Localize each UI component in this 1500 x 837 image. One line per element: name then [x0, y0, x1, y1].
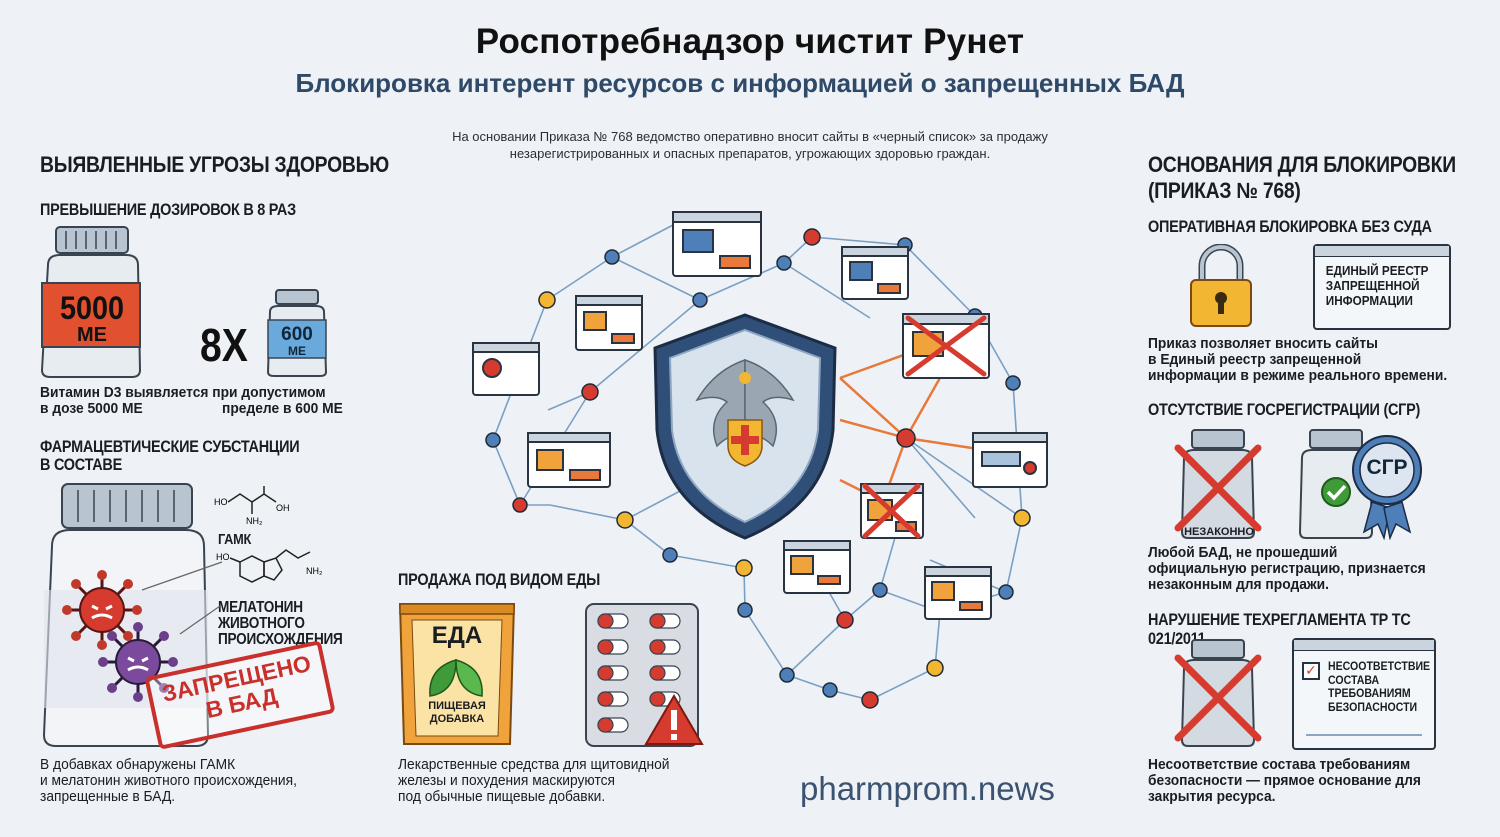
card-line-3: ТРЕБОВАНИЯМ	[1328, 686, 1411, 700]
small-dose-unit: МЕ	[288, 344, 306, 358]
dose-heading: ПРЕВЫШЕНИЕ ДОЗИРОВОК В 8 РАЗ	[40, 200, 296, 219]
registry-line-2: ЗАПРЕЩЕННОЙ	[1325, 278, 1420, 293]
registry-window-icon: ЕДИНЫЙ РЕЕСТР ЗАПРЕЩЕННОЙ ИНФОРМАЦИИ	[1313, 244, 1451, 330]
substances-caption: В добавках обнаружены ГАМК и мелатонин ж…	[40, 757, 297, 805]
checkbox-icon: ✓	[1302, 662, 1320, 680]
block1-heading: ОПЕРАТИВНАЯ БЛОКИРОВКА БЕЗ СУДА	[1148, 217, 1432, 236]
substances-caption-3: запрещенные в БАД.	[40, 788, 176, 805]
block2-caption-2: официальную регистрацию, признается	[1148, 560, 1426, 577]
block1-caption: Приказ позволяет вносить сайты в Единый …	[1148, 336, 1447, 384]
card-line-2: СОСТАВА	[1328, 672, 1380, 687]
block2-caption-1: Любой БАД, не прошедший	[1148, 544, 1338, 561]
bottle-crossed-icon-2	[1174, 639, 1262, 747]
virus-icon-2	[98, 622, 178, 702]
registry-titlebar	[1315, 246, 1449, 257]
block3-caption-3: закрытия ресурса.	[1148, 788, 1276, 805]
right-heading-2: (ПРИКАЗ № 768)	[1148, 178, 1301, 203]
melatonin-line-3: ПРОИСХОЖДЕНИЯ	[218, 631, 343, 648]
card-divider	[1306, 734, 1422, 736]
substances-heading-2: В СОСТАВЕ	[40, 455, 122, 474]
block3-caption: Несоответствие состава требованиям безоп…	[1148, 757, 1421, 805]
left-heading: ВЫЯВЛЕННЫЕ УГРОЗЫ ЗДОРОВЬЮ	[40, 152, 389, 177]
block2-caption-3: незаконным для продажи.	[1148, 576, 1329, 593]
virus-icon	[62, 570, 142, 650]
seal-label: СГР	[1366, 456, 1408, 479]
intro-text: На основании Приказа № 768 ведомство опе…	[440, 128, 1060, 162]
melatonin-line-1: МЕЛАТОНИН	[218, 599, 303, 616]
block1-caption-3: информации в режиме реального времени.	[1148, 367, 1448, 384]
card-line-4: БЕЗОПАСНОСТИ	[1328, 699, 1418, 714]
food-heading: ПРОДАЖА ПОД ВИДОМ ЕДЫ	[398, 570, 601, 589]
block2-caption: Любой БАД, не прошедший официальную реги…	[1148, 545, 1426, 593]
small-dose-value: 600	[281, 324, 313, 345]
molecule-icon: HO OH NH₂	[214, 486, 290, 526]
food-caption-1: Лекарственные средства для щитовидной	[398, 756, 670, 773]
brand-watermark: pharmprom.news	[800, 770, 1055, 807]
bag-label-2: ДОБАВКА	[429, 713, 485, 725]
dose-caption-1: Витамин D3 выявляется при допустимом	[40, 384, 326, 401]
food-caption-3: под обычные пищевые добавки.	[398, 788, 606, 805]
food-caption: Лекарственные средства для щитовидной же…	[398, 757, 669, 805]
right-heading: ОСНОВАНИЯ ДЛЯ БЛОКИРОВКИ (ПРИКАЗ № 768)	[1148, 152, 1456, 204]
registry-text: ЕДИНЫЙ РЕЕСТР ЗАПРЕЩЕННОЙ ИНФОРМАЦИИ	[1315, 257, 1436, 308]
registry-line-1: ЕДИНЫЙ РЕЕСТР	[1325, 263, 1429, 278]
block1-caption-2: в Единый реестр запрещенной	[1148, 351, 1362, 368]
pointer-lines	[141, 561, 223, 635]
bag-label: ПИЩЕВАЯ ДОБАВКА	[398, 700, 516, 726]
certificate-bottle-icon	[1298, 429, 1422, 540]
pill-blister-icon	[585, 603, 704, 747]
gaba-label: ГАМК	[218, 531, 252, 548]
dose-caption-2b: пределе в 600 МЕ	[222, 400, 343, 417]
network-graph	[472, 211, 1048, 709]
substances-heading-1: ФАРМАЦЕВТИЧЕСКИЕ СУБСТАНЦИИ	[40, 437, 300, 456]
bottle-crossed-icon	[1174, 429, 1262, 539]
big-dose-unit: МЕ	[77, 324, 107, 346]
block3-heading: НАРУШЕНИЕ ТЕХРЕГЛАМЕНТА ТР ТС 021/2011	[1148, 610, 1411, 648]
bottle-icon	[40, 226, 142, 378]
registry-line-3: ИНФОРМАЦИИ	[1325, 293, 1413, 308]
food-caption-2: железы и похудения маскируются	[398, 772, 616, 789]
shield-icon	[653, 313, 837, 540]
right-heading-1: ОСНОВАНИЯ ДЛЯ БЛОКИРОВКИ	[1148, 152, 1456, 177]
svg-text:HO: HO	[216, 552, 230, 562]
page-title: Роспотребнадзор чистит Рунет	[475, 22, 1025, 61]
block2-heading: ОТСУТСТВИЕ ГОСРЕГИСТРАЦИИ (СГР)	[1148, 400, 1421, 419]
svg-text:HO: HO	[214, 497, 228, 507]
svg-text:NH₂: NH₂	[306, 566, 323, 576]
multiplier-label: 8X	[200, 319, 248, 371]
big-dose-value: 5000	[59, 290, 125, 326]
block1-caption-1: Приказ позволяет вносить сайты	[1148, 335, 1378, 352]
page-subtitle: Блокировка интерент ресурсов с информаци…	[295, 68, 1185, 98]
small-bottle-icon	[266, 289, 328, 377]
illegal-label: НЕЗАКОННО	[1184, 526, 1254, 538]
card-text: НЕСООТВЕТСТВИЕ СОСТАВА ТРЕБОВАНИЯМ БЕЗОП…	[1328, 659, 1431, 714]
dose-caption-2a: в дозе 5000 МЕ	[40, 400, 143, 417]
melatonin-label: МЕЛАТОНИН ЖИВОТНОГО ПРОИСХОЖДЕНИЯ	[218, 600, 343, 648]
substances-caption-1: В добавках обнаружены ГАМК	[40, 756, 236, 773]
block3-caption-1: Несоответствие состава требованиям	[1148, 756, 1411, 773]
molecule-icon-2: HO NH₂	[216, 549, 323, 583]
food-bag-icon	[398, 603, 516, 745]
lock-icon	[1190, 244, 1252, 327]
svg-text:OH: OH	[276, 503, 290, 513]
intro-line-1: На основании Приказа № 768 ведомство опе…	[452, 129, 1048, 144]
block3-caption-2: безопасности — прямое основание для	[1148, 772, 1421, 789]
bag-title: ЕДА	[431, 622, 483, 649]
bag-label-1: ПИЩЕВАЯ	[428, 700, 486, 712]
svg-text:NH₂: NH₂	[246, 516, 263, 526]
checklist-card-icon: ✓ НЕСООТВЕТСТВИЕ СОСТАВА ТРЕБОВАНИЯМ БЕЗ…	[1292, 638, 1436, 750]
substances-caption-2: и мелатонин животного происхождения,	[40, 772, 297, 789]
intro-line-2: незарегистрированных и опасных препарато…	[509, 146, 991, 161]
card-titlebar	[1294, 640, 1434, 651]
card-line-1: НЕСООТВЕТСТВИЕ	[1328, 659, 1431, 673]
melatonin-line-2: ЖИВОТНОГО	[218, 615, 305, 632]
